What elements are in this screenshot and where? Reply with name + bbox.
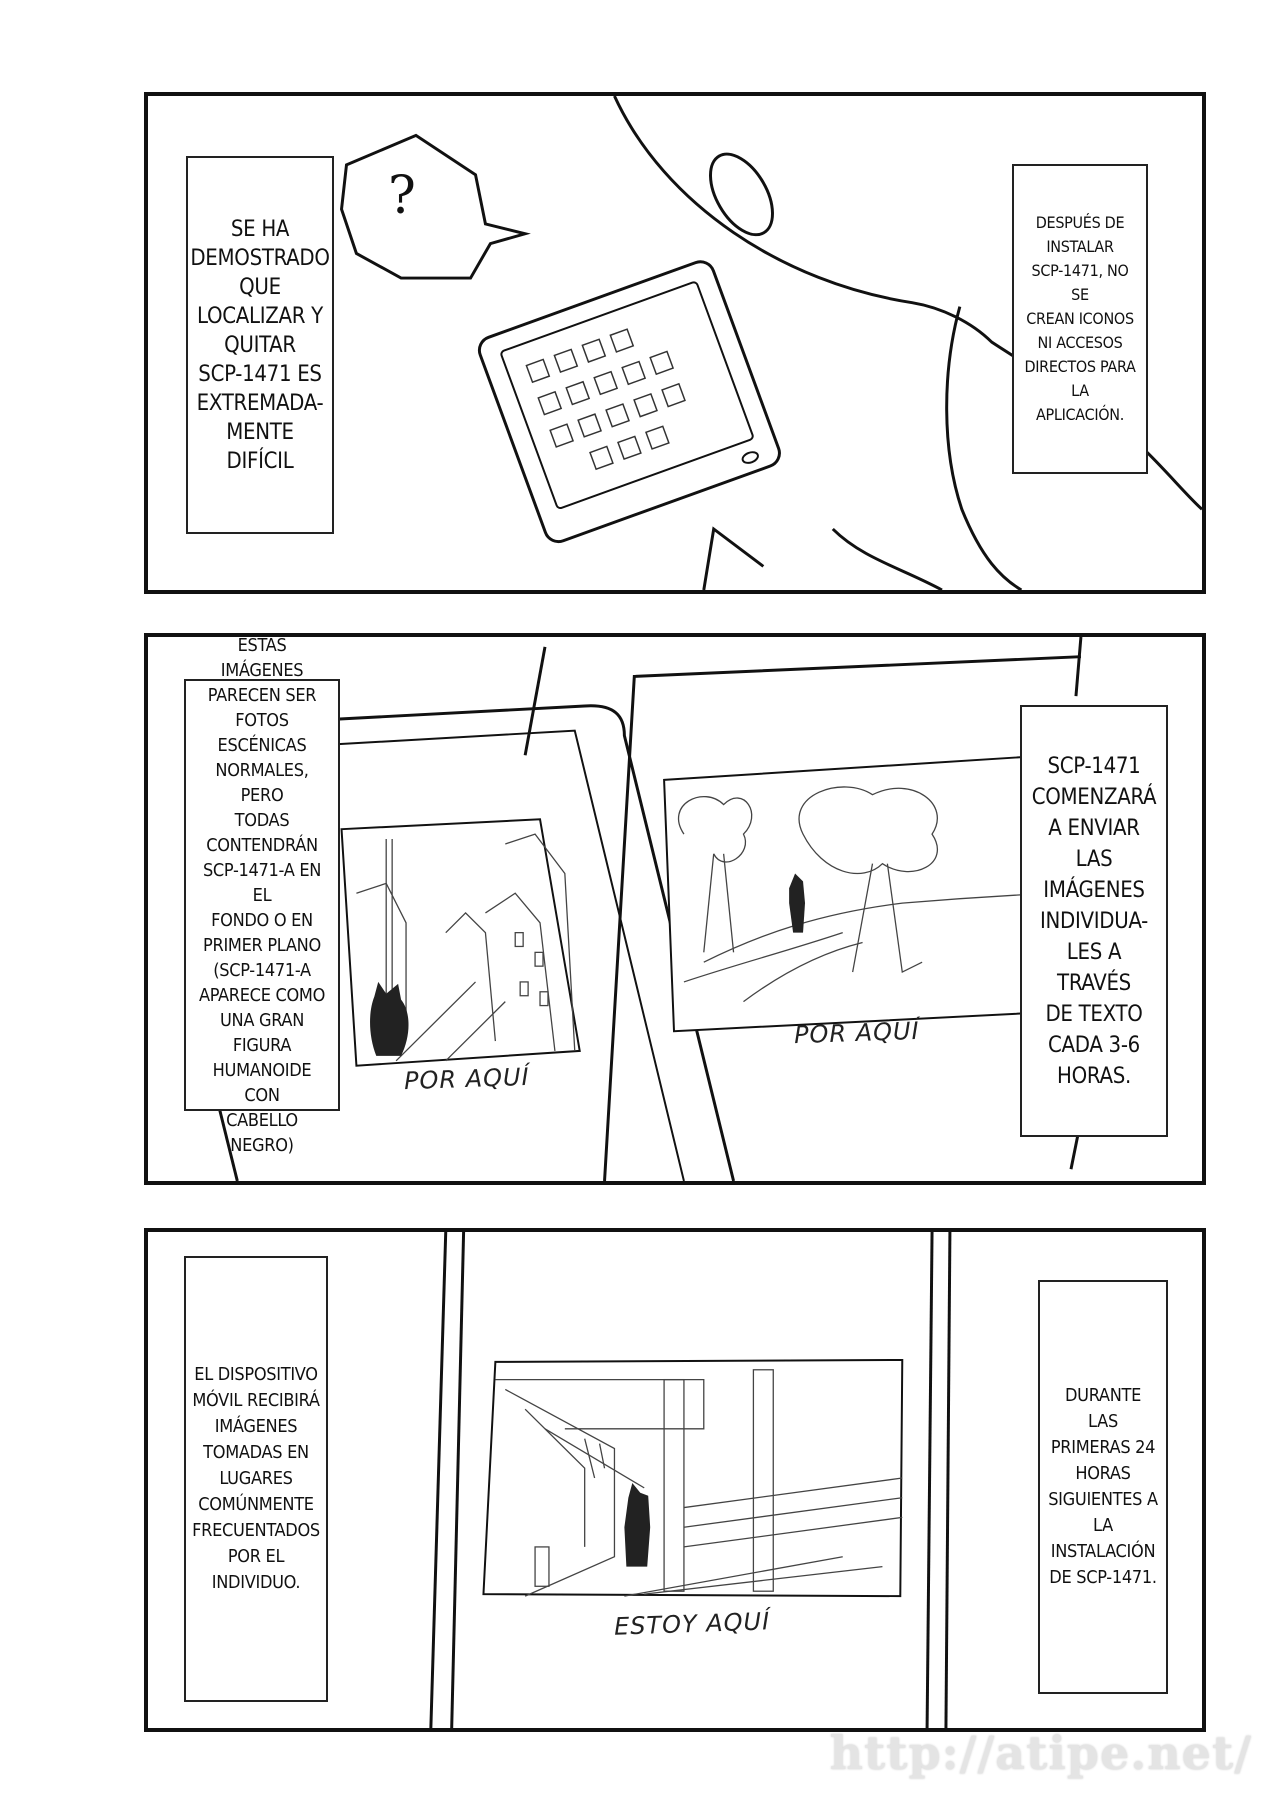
caption-panel-3-right: DURANTE LAS PRIMERAS 24 HORAS SIGUIENTES… [1038, 1280, 1168, 1694]
phone-drawing [477, 260, 781, 544]
caption-panel-1-left: SE HA DEMOSTRADO QUE LOCALIZAR Y QUITAR … [186, 156, 334, 534]
panel-1: ? SE HA DEMOSTRADO QUE LOCALIZAR Y QUITA… [144, 92, 1206, 594]
photo-label-right: POR AQUÍ [793, 1016, 921, 1050]
speech-bubble-text: ? [388, 166, 416, 226]
panel-1-art [340, 96, 1202, 590]
eye-ellipse [709, 152, 774, 237]
phone-frame-left [306, 704, 736, 1181]
photo-train-station [482, 1358, 904, 1598]
photo-label-station: ESTOY AQUÍ [613, 1607, 771, 1641]
panel-2-art [206, 637, 1083, 1181]
panel-3-art [429, 1232, 952, 1728]
panel-3: EL DISPOSITIVO MÓVIL RECIBIRÁ IMÁGENES T… [144, 1228, 1206, 1732]
photo-town-street [340, 818, 581, 1067]
panel-2: ESTAS IMÁGENES PARECEN SER FOTOS ESCÉNIC… [144, 633, 1206, 1185]
dark-figure-right [789, 873, 806, 933]
body-outline [945, 306, 1023, 590]
caption-panel-1-right: DESPUÉS DE INSTALAR SCP-1471, NO SE CREA… [1012, 164, 1148, 474]
hand-outline [831, 527, 943, 590]
hand-pointer [702, 526, 765, 590]
photo-park [663, 754, 1063, 1033]
phone-frame-left-inner [316, 729, 685, 1181]
watermark: http://atipe.net/ [829, 1726, 1252, 1780]
photo-label-left: POR AQUÍ [403, 1062, 531, 1096]
speech-bubble-shape [340, 133, 531, 280]
dark-figure-left [370, 981, 409, 1056]
phone-frame-right [603, 655, 1081, 1181]
caption-panel-2-right: SCP-1471 COMENZARÁ A ENVIAR LAS IMÁGENES… [1020, 705, 1168, 1137]
caption-panel-3-left: EL DISPOSITIVO MÓVIL RECIBIRÁ IMÁGENES T… [184, 1256, 328, 1702]
dark-figure-station [624, 1482, 651, 1567]
caption-panel-2-left: ESTAS IMÁGENES PARECEN SER FOTOS ESCÉNIC… [184, 637, 340, 1156]
